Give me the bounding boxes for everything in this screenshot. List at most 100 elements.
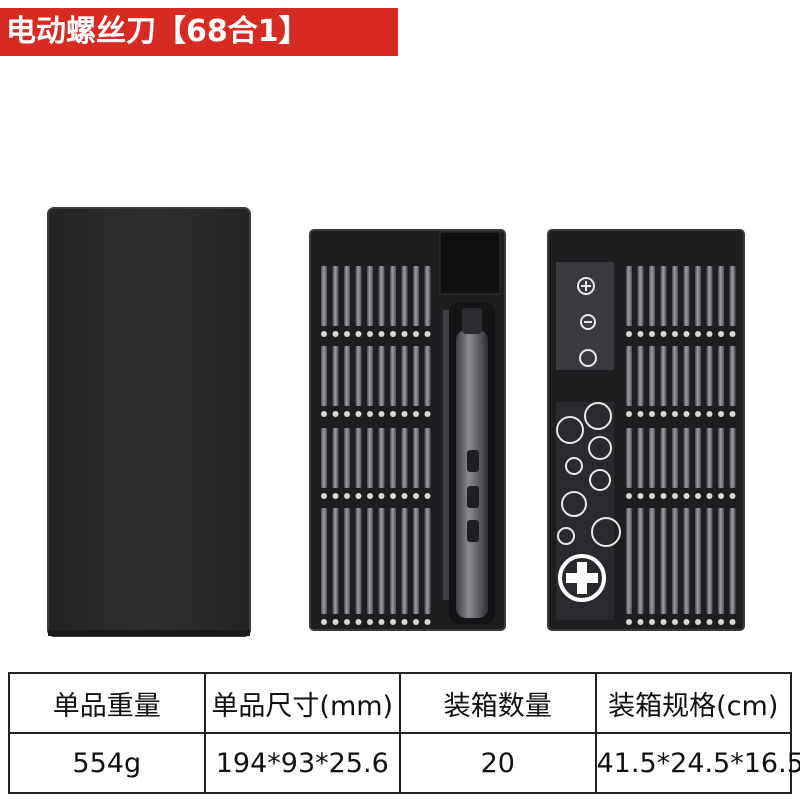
bit-type-icon	[401, 493, 408, 499]
bit-type-icon	[401, 411, 408, 417]
screwdriver-bit	[401, 508, 408, 614]
bit-type-icon	[367, 493, 373, 499]
bit-type-icon	[332, 331, 339, 337]
bit-type-icon	[683, 331, 690, 337]
screwdriver-bit	[683, 428, 690, 488]
bit-type-icon	[660, 619, 667, 625]
screwdriver-bit	[695, 508, 701, 614]
screwdriver-bit	[683, 508, 690, 614]
bit-type-icon	[321, 411, 327, 417]
product-image	[47, 207, 745, 637]
bit-type-icon	[390, 619, 396, 625]
screwdriver-bit	[344, 346, 350, 406]
screwdriver-bit	[378, 346, 385, 406]
screwdriver-bit	[355, 346, 362, 406]
closed-case	[47, 207, 251, 637]
bit-type-icon	[321, 331, 327, 337]
screwdriver-bit	[706, 266, 713, 326]
screwdriver-bit	[729, 266, 736, 326]
bit-type-icon	[718, 493, 724, 499]
screwdriver-bit	[332, 428, 339, 488]
bit-type-icon	[626, 331, 632, 337]
screwdriver-bit	[672, 428, 678, 488]
screwdriver-bit	[706, 346, 713, 406]
bit-type-icon	[729, 619, 736, 625]
spec-value-row: 554g 194*93*25.6 20 41.5*24.5*16.5	[8, 732, 800, 794]
value-carton-size: 41.5*24.5*16.5	[594, 732, 800, 794]
screwdriver-bit	[695, 346, 701, 406]
bit-type-icon	[424, 331, 431, 337]
bit-type-icon	[424, 411, 431, 417]
screwdriver-bit	[355, 428, 362, 488]
bit-type-icon	[695, 411, 701, 417]
value-size: 194*93*25.6	[203, 732, 401, 794]
screwdriver-bit	[626, 428, 632, 488]
screwdriver-bit	[321, 428, 327, 488]
screwdriver-bit	[413, 346, 419, 406]
bit-type-icon	[672, 411, 678, 417]
bit-type-icon	[729, 411, 736, 417]
bit-type-icon	[626, 493, 632, 499]
screwdriver-bit	[344, 266, 350, 326]
screwdriver-bit	[332, 266, 339, 326]
electric-screwdriver	[443, 302, 495, 624]
bit-type-icon	[390, 493, 396, 499]
bit-tray-with-symbols	[547, 229, 745, 631]
screwdriver-bit	[718, 508, 724, 614]
bit-type-icon	[332, 411, 339, 417]
screwdriver-bit	[367, 508, 373, 614]
screwdriver-bit	[660, 346, 667, 406]
bit-type-icon	[355, 411, 362, 417]
bit-type-icon	[649, 493, 655, 499]
header-weight: 单品重量	[8, 672, 206, 734]
bit-type-icon	[344, 619, 350, 625]
screwdriver-bit	[672, 508, 678, 614]
screwdriver-bit	[321, 266, 327, 326]
screwdriver-bit	[660, 508, 667, 614]
screwdriver-bit	[378, 266, 385, 326]
bit-type-icon	[355, 619, 362, 625]
screwdriver-bit	[378, 508, 385, 614]
bit-type-icon	[390, 331, 396, 337]
bit-type-icon	[660, 411, 667, 417]
bit-type-icon	[413, 411, 419, 417]
screwdriver-bit	[683, 346, 690, 406]
screwdriver-bit	[332, 508, 339, 614]
screwdriver-bit	[321, 508, 327, 614]
bit-type-icon	[718, 331, 724, 337]
bit-type-icon	[637, 331, 644, 337]
screwdriver-bit	[413, 428, 419, 488]
bit-type-icon	[706, 619, 713, 625]
bit-type-icon	[390, 411, 396, 417]
screwdriver-bit	[390, 346, 396, 406]
screwdriver-bit	[729, 346, 736, 406]
screwdriver-bit	[718, 266, 724, 326]
screwdriver-bit	[367, 346, 373, 406]
bit-type-icon	[683, 411, 690, 417]
screwdriver-bit	[424, 508, 431, 614]
screwdriver-bit	[367, 266, 373, 326]
bit-type-icon	[649, 619, 655, 625]
screwdriver-bit	[637, 346, 644, 406]
bit-type-icon	[649, 331, 655, 337]
bit-type-icon	[332, 493, 339, 499]
bit-type-icon	[626, 411, 632, 417]
screwdriver-bit	[401, 346, 408, 406]
bit-type-icon	[695, 331, 701, 337]
bit-type-icon	[355, 493, 362, 499]
bit-type-icon	[729, 331, 736, 337]
screwdriver-bit	[344, 508, 350, 614]
header-size: 单品尺寸(mm)	[203, 672, 401, 734]
bit-type-icon	[695, 493, 701, 499]
screwdriver-bit	[718, 428, 724, 488]
screwdriver-bit	[706, 428, 713, 488]
screwdriver-bit	[637, 508, 644, 614]
screwdriver-bit	[390, 266, 396, 326]
open-tray-with-driver	[309, 229, 506, 631]
screwdriver-bit	[626, 508, 632, 614]
screwdriver-bit	[672, 266, 678, 326]
bit-type-icon	[718, 411, 724, 417]
bit-type-icon	[367, 331, 373, 337]
screwdriver-bit	[695, 428, 701, 488]
screwdriver-bit	[413, 266, 419, 326]
